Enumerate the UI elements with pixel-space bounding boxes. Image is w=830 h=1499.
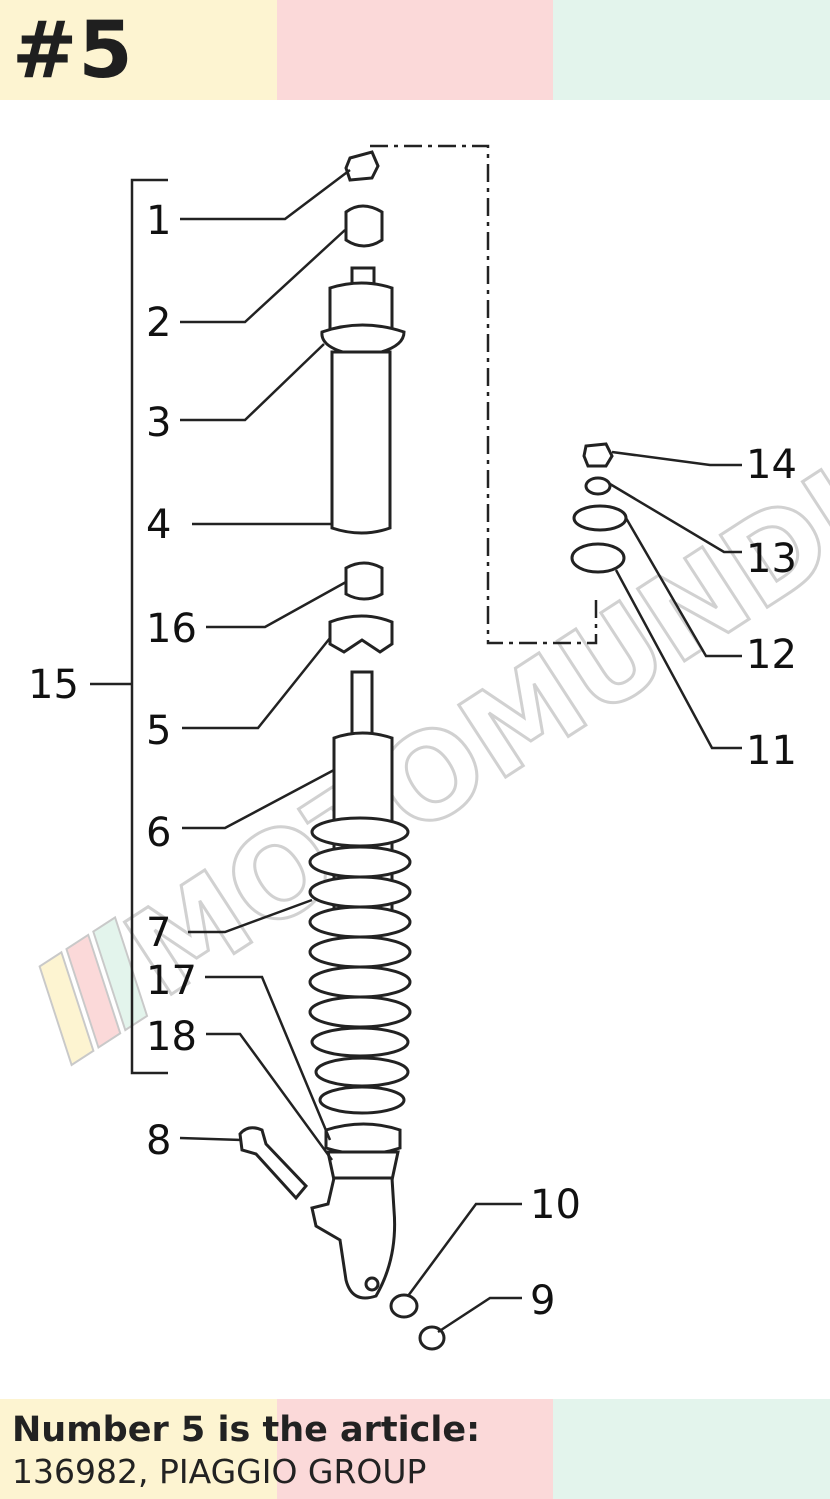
caption-subtitle: 136982, PIAGGIO GROUP	[12, 1452, 427, 1491]
callout-14: 14	[746, 442, 797, 488]
leader-lines	[179, 169, 742, 1334]
callout-1: 1	[146, 198, 171, 244]
part-spring-seat	[328, 614, 394, 654]
part-bolt	[238, 1126, 309, 1201]
article-caption: Number 5 is the article: 136982, PIAGGIO…	[12, 1408, 480, 1492]
part-washer-12	[572, 504, 628, 532]
part-lower-collar	[324, 1122, 402, 1156]
part-locknut	[418, 1325, 446, 1351]
footer-band	[0, 1399, 830, 1499]
exploded-parts-diagram: MOTOMUNDIA	[28, 144, 830, 1351]
shock-absorber	[238, 150, 446, 1351]
part-nut-14	[582, 442, 614, 468]
part-top-ring	[320, 323, 406, 358]
assembly-bracket	[90, 178, 168, 1075]
header-band-mint	[553, 0, 830, 100]
callout-3: 3	[146, 400, 171, 446]
callout-8: 8	[146, 1118, 171, 1164]
header-band-yellow	[0, 0, 277, 100]
part-cylinder	[330, 350, 392, 535]
header-band-pink	[276, 0, 554, 100]
callout-labels: 1 2 3 4 16 5 6 7 17 18 8 15 14 13 12 11 …	[28, 198, 797, 1324]
callout-18: 18	[146, 1014, 197, 1060]
part-lower-eye	[310, 1176, 397, 1300]
callout-10: 10	[530, 1182, 581, 1228]
callout-13: 13	[746, 536, 797, 582]
callout-15: 15	[28, 662, 79, 708]
callout-6: 6	[146, 810, 171, 856]
callout-9: 9	[530, 1278, 555, 1324]
callout-11: 11	[746, 728, 797, 774]
mounting-kit	[570, 442, 628, 574]
part-rubber-11	[570, 542, 626, 574]
callout-7: 7	[146, 910, 171, 956]
callout-17: 17	[146, 958, 197, 1004]
dashed-frame	[370, 144, 598, 645]
callout-2: 2	[146, 300, 171, 346]
callout-12: 12	[746, 632, 797, 678]
callout-5: 5	[146, 708, 171, 754]
part-bushing-lower	[344, 561, 384, 601]
part-nut	[344, 150, 380, 182]
callout-4: 4	[146, 502, 171, 548]
part-piston-rod	[350, 670, 374, 742]
header-band	[0, 0, 830, 100]
part-spring	[308, 816, 412, 1115]
page-title: #5	[12, 6, 134, 96]
caption-title: Number 5 is the article:	[12, 1410, 481, 1450]
footer-band-mint	[553, 1399, 830, 1499]
callout-16: 16	[146, 606, 197, 652]
part-bushing-top	[344, 204, 384, 248]
watermark-text: MOTOMUNDIA	[102, 394, 830, 1024]
footer-band-pink	[276, 1399, 554, 1499]
part-adjuster	[326, 1150, 400, 1182]
part-washer	[389, 1293, 419, 1319]
footer-band-yellow	[0, 1399, 277, 1499]
part-washer-13	[584, 476, 612, 496]
